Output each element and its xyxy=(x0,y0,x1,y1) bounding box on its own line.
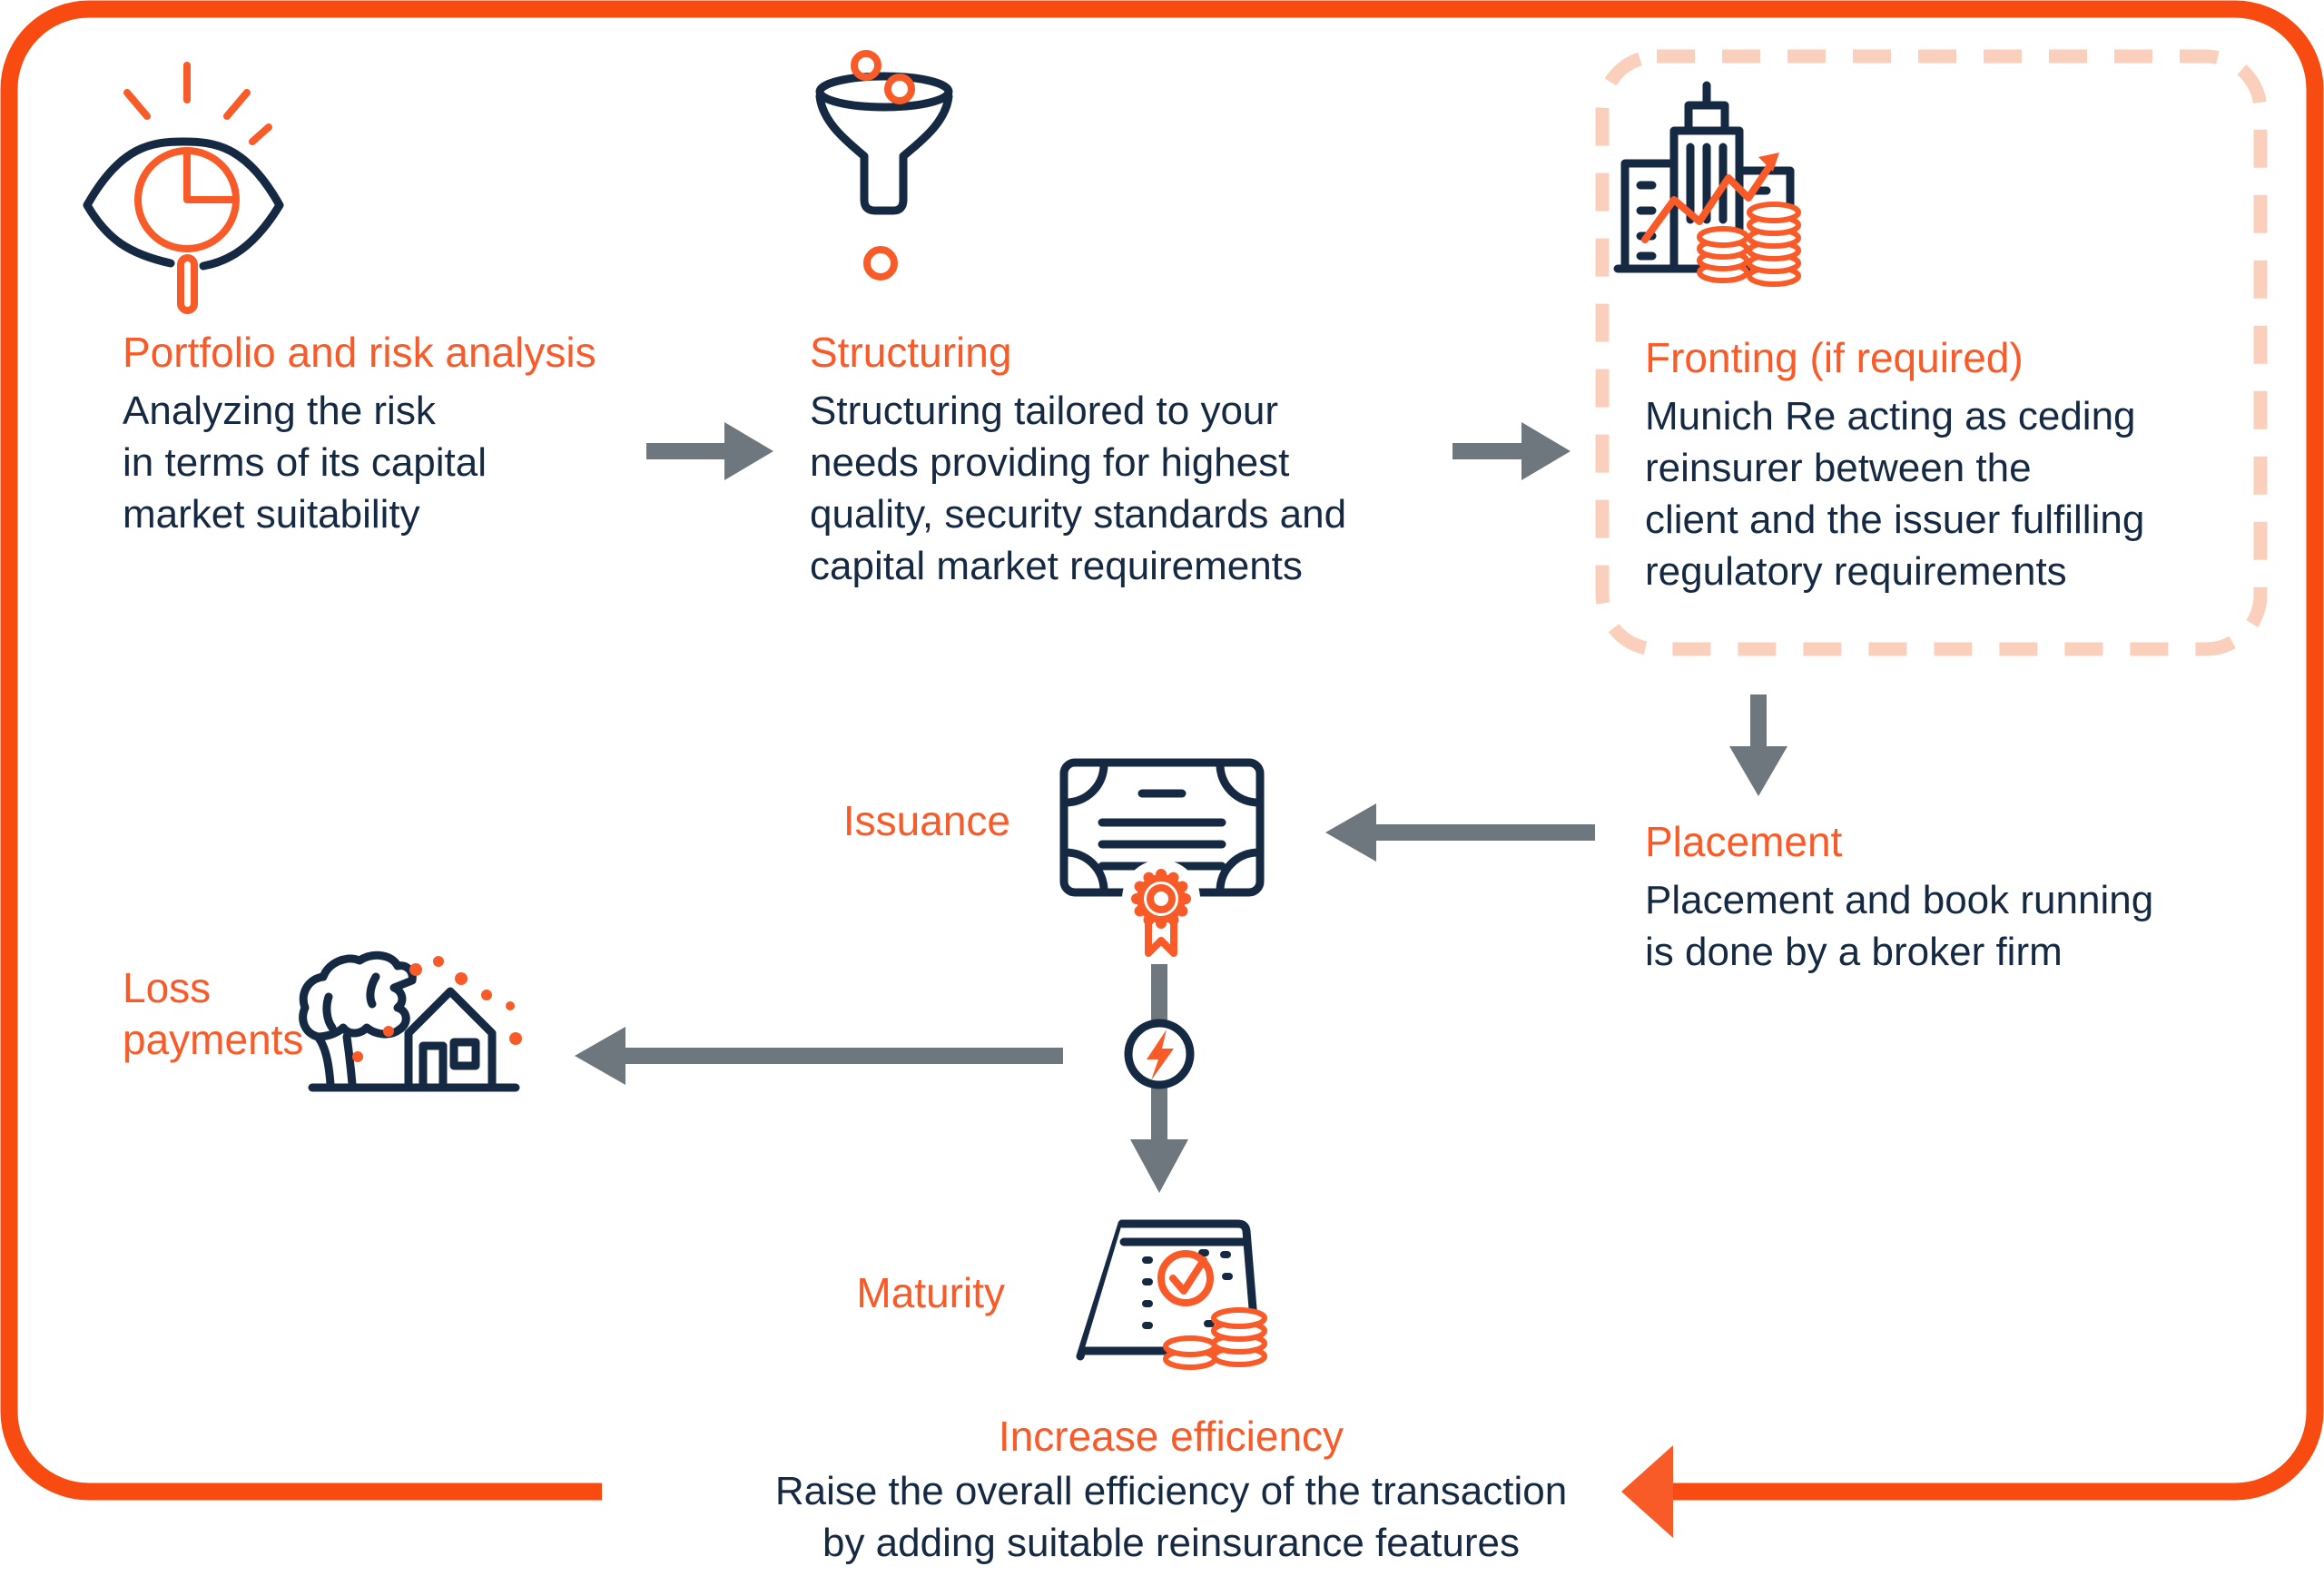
arrow-portfolio-to-structuring xyxy=(646,422,773,480)
step-fronting: Fronting (if required) Munich Re acting … xyxy=(1645,334,2235,597)
step-fronting-title: Fronting (if required) xyxy=(1645,334,2024,381)
step-placement-body: Placement and book running is done by a … xyxy=(1645,878,2154,974)
step-placement: Placement Placement and book running is … xyxy=(1645,818,2262,978)
step-loss-payments: Loss payments xyxy=(123,962,486,1066)
arrow-to-loss-payments xyxy=(575,1027,1063,1085)
step-maturity: Maturity xyxy=(744,1269,1005,1316)
step-maturity-title: Maturity xyxy=(856,1269,1005,1316)
step-issuance-title: Issuance xyxy=(842,797,1010,844)
risk-analysis-eye-icon xyxy=(83,62,284,314)
step-structuring: Structuring Structuring tailored to your… xyxy=(810,329,1427,592)
arrow-placement-to-issuance xyxy=(1325,803,1595,862)
loop-border xyxy=(0,0,2324,1501)
step-loss-payments-title: Loss payments xyxy=(123,964,304,1063)
step-fronting-body: Munich Re acting as ceding reinsurer bet… xyxy=(1645,394,2145,594)
step-increase-efficiency-title: Increase efficiency xyxy=(998,1413,1344,1460)
arrow-fronting-to-placement xyxy=(1729,694,1787,796)
issuance-certificate-icon xyxy=(1059,758,1265,957)
step-portfolio-title: Portfolio and risk analysis xyxy=(123,329,596,376)
step-issuance: Issuance xyxy=(744,797,1010,844)
maturity-calendar-coins-icon xyxy=(1076,1219,1267,1370)
storm-damaged-house-icon xyxy=(299,951,522,1092)
step-structuring-body: Structuring tailored to your needs provi… xyxy=(810,389,1347,588)
fronting-buildings-growth-icon xyxy=(1613,81,1801,287)
step-portfolio-body: Analyzing the risk in terms of its capit… xyxy=(123,389,487,537)
step-structuring-title: Structuring xyxy=(810,329,1012,376)
step-portfolio: Portfolio and risk analysis Analyzing th… xyxy=(123,329,704,540)
loop-arrowhead-icon xyxy=(1621,1445,1673,1538)
step-increase-efficiency: Increase efficiency Raise the overall ef… xyxy=(699,1413,1643,1569)
step-placement-title: Placement xyxy=(1645,818,1843,865)
structuring-funnel-icon xyxy=(815,50,953,281)
arrow-structuring-to-fronting xyxy=(1452,422,1571,480)
fronting-optional-box xyxy=(1595,49,2268,656)
loss-event-lightning-icon xyxy=(1124,1019,1195,1089)
step-increase-efficiency-body: Raise the overall efficiency of the tran… xyxy=(774,1469,1568,1565)
